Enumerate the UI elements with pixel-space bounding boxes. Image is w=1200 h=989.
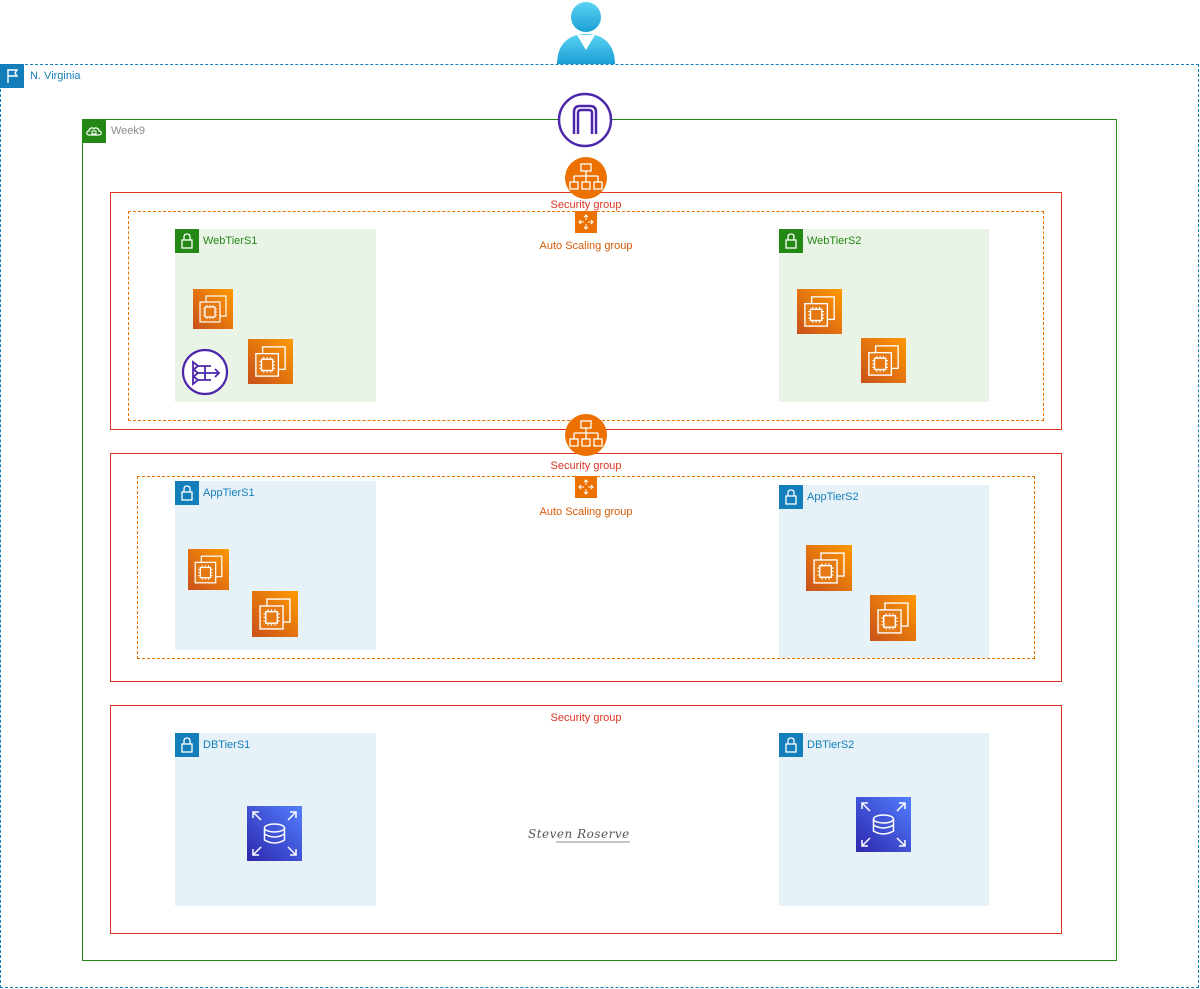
- region-flag-icon: [0, 64, 24, 88]
- lock-icon: [175, 481, 199, 505]
- security-group-label: Security group: [550, 712, 622, 724]
- ec2-instance-icon: [248, 339, 293, 384]
- ec2-instance-icon: [806, 545, 852, 591]
- nat-gateway-icon: [181, 348, 229, 396]
- svg-text:Steven Roserve: Steven Roserve: [528, 827, 630, 841]
- lock-icon: [779, 229, 803, 253]
- load-balancer-icon: [564, 156, 608, 200]
- security-group-label: Security group: [550, 460, 622, 472]
- region-label: N. Virginia: [30, 70, 81, 82]
- subnet-label: AppTierS2: [807, 491, 859, 503]
- load-balancer-icon: [564, 413, 608, 457]
- auto-scaling-icon: [575, 476, 597, 498]
- lock-icon: [175, 733, 199, 757]
- signature: Steven Roserve: [526, 824, 632, 846]
- vpc-cloud-icon: [82, 119, 106, 143]
- subnet-label: DBTierS1: [203, 739, 251, 751]
- auto-scaling-group-label: Auto Scaling group: [539, 506, 633, 518]
- subnet-label: WebTierS1: [203, 235, 258, 247]
- ec2-instance-icon: [252, 591, 298, 637]
- rds-icon: [247, 806, 302, 861]
- subnet-label: DBTierS2: [807, 739, 855, 751]
- auto-scaling-group-label: Auto Scaling group: [539, 240, 633, 252]
- ec2-instance-icon: [188, 549, 229, 590]
- subnet-label: WebTierS2: [807, 235, 862, 247]
- security-group-label: Security group: [550, 199, 622, 211]
- internet-gateway-icon: [557, 92, 613, 148]
- lock-icon: [779, 485, 803, 509]
- lock-icon: [175, 229, 199, 253]
- lock-icon: [779, 733, 803, 757]
- ec2-instance-icon: [870, 595, 916, 641]
- region-boundary: [0, 64, 1199, 988]
- subnet-label: AppTierS1: [203, 487, 255, 499]
- rds-icon: [856, 797, 911, 852]
- vpc-label: Week9: [111, 125, 146, 137]
- auto-scaling-icon: [575, 211, 597, 233]
- security-group-db: [110, 705, 1062, 934]
- ec2-instance-icon: [861, 338, 906, 383]
- user-icon: [555, 0, 617, 64]
- ec2-instance-icon: [797, 289, 842, 334]
- ec2-instance-icon: [193, 289, 233, 329]
